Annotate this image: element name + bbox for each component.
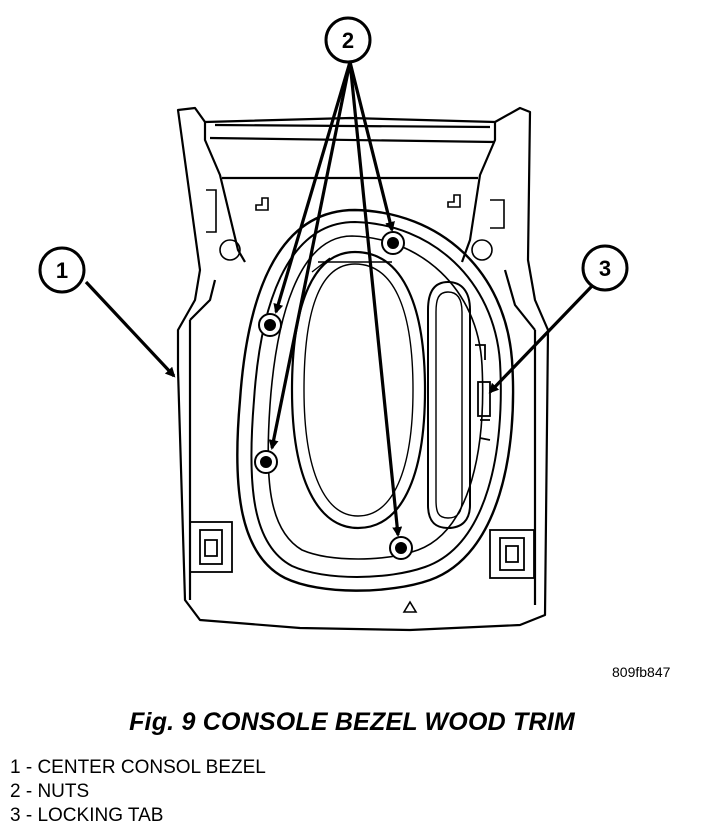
leader-2a [348, 61, 395, 232]
wood-trim-ring [236, 208, 515, 592]
leader-2b [273, 61, 352, 314]
callout-1: 1 [38, 246, 86, 294]
leader-3 [488, 284, 594, 394]
leader-1 [84, 280, 176, 378]
legend: 1 - CENTER CONSOL BEZEL 2 - NUTS 3 - LOC… [10, 756, 266, 828]
leader-2c [268, 61, 352, 450]
figure-caption: Fig. 9 CONSOLE BEZEL WOOD TRIM [129, 708, 575, 736]
legend-item: 2 - NUTS [10, 781, 90, 802]
nut-bottom [389, 536, 413, 560]
center-console-bezel [176, 106, 550, 632]
nut-left-lower [254, 450, 278, 474]
lower-clip-right [489, 529, 535, 579]
svg-text:2: 2 [342, 28, 354, 53]
leader-lines [84, 61, 594, 537]
callout-3: 3 [581, 244, 629, 292]
image-id: 809fb847 [612, 664, 671, 680]
svg-text:3: 3 [599, 256, 611, 281]
legend-item: 1 - CENTER CONSOL BEZEL [10, 757, 266, 778]
lower-clip-left [189, 521, 233, 573]
upper-clip-left [206, 189, 269, 261]
locking-tab [475, 344, 491, 441]
nut-upper-right [381, 231, 405, 255]
console-bezel-diagram: 1 2 3 [38, 16, 629, 632]
reference-mark [402, 600, 418, 613]
legend-item: 3 - LOCKING TAB [10, 805, 164, 826]
upper-clip-right [447, 194, 505, 261]
nut-left-upper [258, 313, 282, 337]
callout-2: 2 [324, 16, 372, 64]
svg-text:1: 1 [56, 258, 68, 283]
leader-2d [348, 61, 403, 537]
